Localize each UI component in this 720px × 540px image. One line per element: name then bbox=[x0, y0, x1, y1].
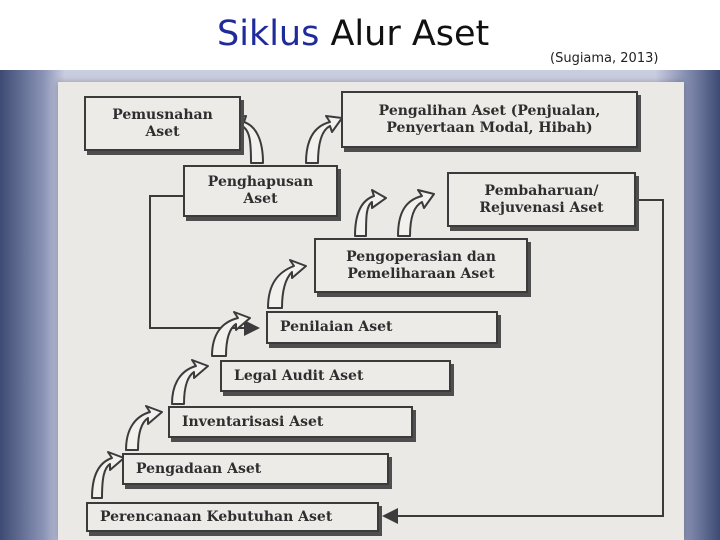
slide-title-highlight: Siklus bbox=[217, 14, 320, 54]
box-perencanaan-kebutuhan-aset: Perencanaan Kebutuhan Aset bbox=[86, 502, 379, 532]
slide-title: Siklus Alur Aset bbox=[217, 14, 489, 54]
loop-line-left bbox=[149, 195, 260, 336]
box-pemusnahan-aset: Pemusnahan Aset bbox=[84, 96, 241, 151]
box-pengoperasian-aset: Pengoperasian dan Pemeliharaan Aset bbox=[314, 238, 528, 293]
box-legal-audit-aset: Legal Audit Aset bbox=[220, 360, 451, 392]
box-pengalihan-aset: Pengalihan Aset (Penjualan, Penyertaan M… bbox=[341, 91, 638, 148]
box-inventarisasi-aset: Inventarisasi Aset bbox=[168, 406, 413, 438]
slide-citation: (Sugiama, 2013) bbox=[550, 51, 659, 66]
title-bar: Siklus Alur Aset (Sugiama, 2013) bbox=[0, 0, 720, 70]
box-penghapusan-aset: Penghapusan Aset bbox=[183, 165, 338, 217]
loop-line-right bbox=[382, 199, 664, 524]
slide-title-rest: Alur Aset bbox=[319, 14, 490, 54]
box-penilaian-aset: Penilaian Aset bbox=[266, 311, 498, 344]
box-pengadaan-aset: Pengadaan Aset bbox=[122, 453, 389, 485]
box-pembaharuan-aset: Pembaharuan/ Rejuvenasi Aset bbox=[447, 172, 636, 227]
